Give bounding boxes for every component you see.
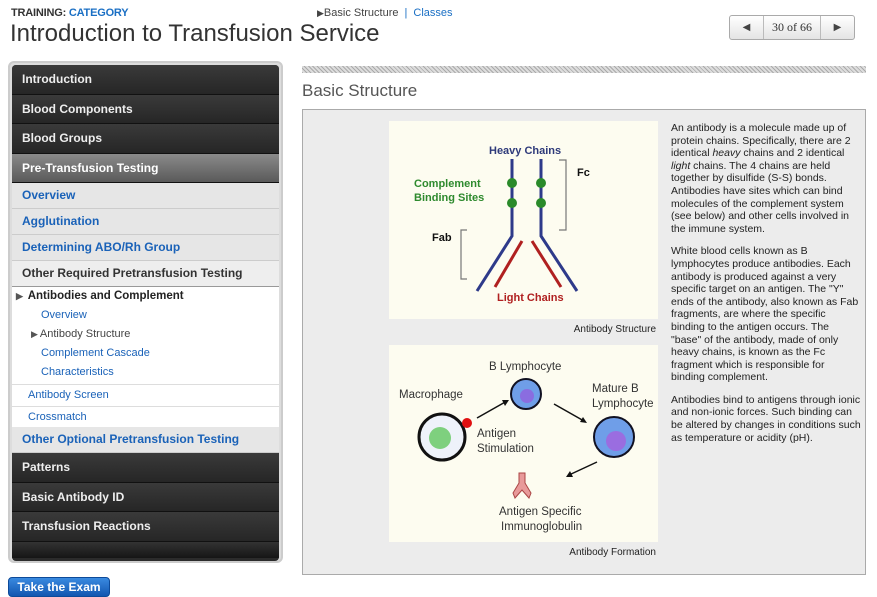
figure-caption: Antibody Structure xyxy=(573,324,656,335)
label-stimulation: Stimulation xyxy=(477,443,534,455)
paragraph: White blood cells known as B lymphocytes… xyxy=(671,245,859,384)
next-page-button[interactable]: ▶ xyxy=(821,16,854,39)
triangle-right-icon: ▶ xyxy=(833,22,842,33)
nav-topic-overview[interactable]: Overview xyxy=(12,306,279,325)
nav-crossmatch[interactable]: Crossmatch xyxy=(12,405,279,427)
label-lymphocyte: Lymphocyte xyxy=(592,398,654,410)
nav-antibodies-complement[interactable]: ▶ Antibodies and Complement xyxy=(12,287,279,306)
antibody-formation-figure: B Lymphocyte Macrophage Mature B Lymphoc… xyxy=(389,345,658,542)
divider xyxy=(302,66,866,73)
nav-label: Antibodies and Complement xyxy=(27,290,184,302)
label-fc: Fc xyxy=(577,167,590,179)
pager: ◀ 30 of 66 ▶ xyxy=(729,15,855,40)
nav-other-required[interactable]: Other Required Pretransfusion Testing xyxy=(12,261,279,287)
triangle-left-icon: ◀ xyxy=(742,22,751,33)
triangle-icon: ▶ xyxy=(31,329,38,339)
label-complement: Complement xyxy=(414,178,481,190)
nav-antibody-structure[interactable]: ▶Antibody Structure xyxy=(12,325,279,344)
nav-transfusion-reactions[interactable]: Transfusion Reactions xyxy=(12,512,279,542)
training-label: TRAINING: xyxy=(11,7,67,19)
label-antigen-specific: Antigen Specific xyxy=(499,506,582,518)
category-link[interactable]: CATEGORY xyxy=(68,7,129,19)
label-light: Light Chains xyxy=(497,292,564,304)
sidebar-footer xyxy=(12,541,279,558)
antibody-structure-figure: Heavy Chains Complement Binding Sites Fc… xyxy=(389,121,658,319)
nav-patterns[interactable]: Patterns xyxy=(12,453,279,483)
paragraph: An antibody is a molecule made up of pro… xyxy=(671,122,851,235)
breadcrumb: ▶Basic Structure|Classes xyxy=(317,7,453,19)
page-position: 30 of 66 xyxy=(763,16,821,39)
content-panel: Heavy Chains Complement Binding Sites Fc… xyxy=(302,109,866,575)
nav-blood-groups[interactable]: Blood Groups xyxy=(12,124,279,154)
breadcrumb-current: Basic Structure xyxy=(323,7,399,19)
label-b-lymphocyte: B Lymphocyte xyxy=(489,361,561,373)
label-mature: Mature B xyxy=(592,383,639,395)
nav-determining-abo[interactable]: Determining ABO/Rh Group xyxy=(12,235,279,261)
label-binding-sites: Binding Sites xyxy=(414,192,484,204)
nav-introduction[interactable]: Introduction xyxy=(12,65,279,95)
label-heavy: Heavy Chains xyxy=(489,145,561,157)
section-heading: Basic Structure xyxy=(302,81,418,100)
triangle-icon: ▶ xyxy=(317,8,324,18)
classes-link[interactable]: Classes xyxy=(413,7,453,19)
nav-complement-cascade[interactable]: Complement Cascade xyxy=(12,344,279,363)
nav-label: Antibody Structure xyxy=(39,328,131,340)
nav-characteristics[interactable]: Characteristics xyxy=(12,363,279,384)
nav-antibody-screen[interactable]: Antibody Screen xyxy=(12,384,279,406)
figure-caption: Antibody Formation xyxy=(569,547,656,558)
prev-page-button[interactable]: ◀ xyxy=(730,16,763,39)
nav-basic-antibody-id[interactable]: Basic Antibody ID xyxy=(12,482,279,512)
triangle-icon: ▶ xyxy=(16,291,23,301)
paragraph: Antibodies bind to antigens through ioni… xyxy=(671,393,861,444)
take-exam-button[interactable]: Take the Exam xyxy=(8,577,110,597)
body-text: An antibody is a molecule made up of pro… xyxy=(671,122,861,454)
nav-overview[interactable]: Overview xyxy=(12,183,279,209)
label-fab: Fab xyxy=(432,232,452,244)
page-title: Introduction to Transfusion Service xyxy=(10,20,380,47)
nav-agglutination[interactable]: Agglutination xyxy=(12,209,279,235)
label-immunoglobulin: Immunoglobulin xyxy=(501,521,582,533)
label-antigen: Antigen xyxy=(477,428,516,440)
nav-other-optional[interactable]: Other Optional Pretransfusion Testing xyxy=(12,427,279,453)
sidebar: Introduction Blood Components Blood Grou… xyxy=(8,61,283,563)
nav-blood-components[interactable]: Blood Components xyxy=(12,94,279,124)
label-macrophage: Macrophage xyxy=(399,389,463,401)
nav-pre-transfusion-testing[interactable]: Pre-Transfusion Testing xyxy=(12,153,279,183)
training-category: TRAINING: CATEGORY xyxy=(11,7,129,19)
